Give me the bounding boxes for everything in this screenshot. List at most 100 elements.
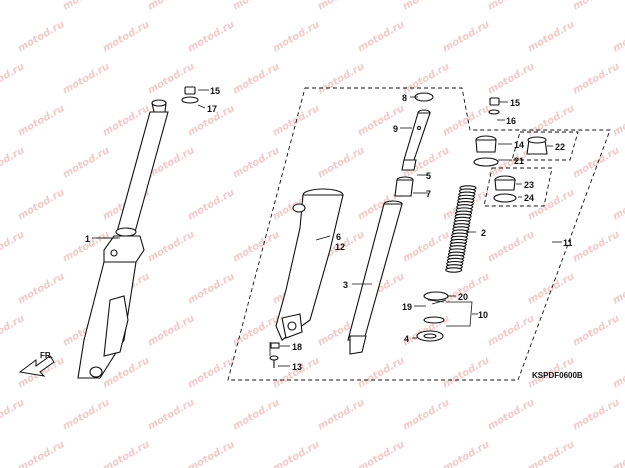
watermark-text: motod.ru bbox=[611, 187, 625, 223]
spring-coil bbox=[445, 267, 463, 273]
callout-6: 6 bbox=[336, 232, 341, 242]
watermark-text: motod.ru bbox=[271, 19, 321, 55]
callout-3: 3 bbox=[343, 280, 348, 290]
seal-14-21 bbox=[473, 135, 512, 167]
watermark-text: motod.ru bbox=[401, 229, 451, 265]
stopper-ring-19-20 bbox=[414, 291, 456, 307]
callout-23: 23 bbox=[524, 180, 534, 190]
watermark-text: motod.ru bbox=[231, 397, 281, 433]
watermark-text: motod.ru bbox=[611, 19, 625, 55]
watermark-text: motod.ru bbox=[16, 103, 66, 139]
watermark-text: motod.ru bbox=[61, 61, 111, 97]
watermark-text: motod.ru bbox=[271, 439, 321, 468]
watermark-text: motod.ru bbox=[146, 313, 196, 349]
watermark-text: motod.ru bbox=[571, 397, 621, 433]
watermark-text: motod.ru bbox=[571, 0, 621, 13]
watermark-text: motod.ru bbox=[486, 313, 536, 349]
watermark-text: motod.ru bbox=[0, 0, 26, 13]
callout-18: 18 bbox=[292, 342, 302, 352]
watermark-text: motod.ru bbox=[231, 0, 281, 13]
watermark-text: motod.ru bbox=[486, 397, 536, 433]
callout-14: 14 bbox=[514, 140, 524, 150]
bolt-15-right bbox=[488, 97, 508, 121]
watermark-text: motod.ru bbox=[316, 145, 366, 181]
sub-assembly-outline-22 bbox=[511, 131, 579, 161]
watermark-text: motod.ru bbox=[316, 397, 366, 433]
callout-21: 21 bbox=[514, 156, 524, 166]
callout-22: 22 bbox=[555, 142, 565, 152]
bolt-15-left bbox=[181, 86, 209, 109]
watermark-text: motod.ru bbox=[571, 61, 621, 97]
watermark-text: motod.ru bbox=[0, 61, 26, 97]
bushing-7 bbox=[394, 176, 428, 197]
watermark-text: motod.ru bbox=[486, 229, 536, 265]
watermark-text: motod.ru bbox=[441, 439, 491, 468]
watermark-text: motod.ru bbox=[316, 61, 366, 97]
callout-12: 12 bbox=[335, 242, 345, 252]
watermark-text: motod.ru bbox=[271, 355, 321, 391]
sub-assembly-outline-23-24 bbox=[483, 167, 553, 207]
watermark-text: motod.ru bbox=[356, 439, 406, 468]
watermark-text: motod.ru bbox=[16, 19, 66, 55]
watermark-text: motod.ru bbox=[146, 397, 196, 433]
watermark-text: motod.ru bbox=[611, 271, 625, 307]
cap-bolt-22 bbox=[526, 136, 553, 155]
watermark-text: motod.ru bbox=[186, 187, 236, 223]
watermark-text: motod.ru bbox=[231, 229, 281, 265]
watermark-text: motod.ru bbox=[231, 145, 281, 181]
watermark-text: motod.ru bbox=[186, 271, 236, 307]
watermark-text: motod.ru bbox=[526, 19, 576, 55]
fork-spring-2 bbox=[445, 185, 477, 273]
fork-pipe-9 bbox=[403, 92, 434, 161]
bolt-13 bbox=[269, 355, 290, 368]
oil-seal-4 bbox=[412, 330, 444, 342]
watermark-text: motod.ru bbox=[186, 355, 236, 391]
watermark-text: motod.ru bbox=[101, 19, 151, 55]
callout-20: 20 bbox=[458, 292, 468, 302]
watermark-text: motod.ru bbox=[101, 439, 151, 468]
watermark-text: motod.ru bbox=[186, 439, 236, 468]
callout-15-left: 15 bbox=[210, 86, 220, 96]
watermark-text: motod.ru bbox=[186, 19, 236, 55]
watermark-text: motod.ru bbox=[356, 103, 406, 139]
direction-label: FR. bbox=[40, 351, 53, 360]
assembly-outline bbox=[227, 87, 611, 381]
watermark-text: motod.ru bbox=[61, 145, 111, 181]
watermark-text: motod.ru bbox=[0, 313, 26, 349]
watermark-text: motod.ru bbox=[526, 103, 576, 139]
callout-13: 13 bbox=[292, 362, 302, 372]
outer-tube-6-12 bbox=[275, 188, 344, 341]
watermark-text: motod.ru bbox=[486, 0, 536, 13]
watermark-text: motod.ru bbox=[571, 229, 621, 265]
watermark-text: motod.ru bbox=[16, 439, 66, 468]
watermark-text: motod.ru bbox=[486, 61, 536, 97]
watermark-text: motod.ru bbox=[356, 355, 406, 391]
watermark-text: motod.ru bbox=[231, 61, 281, 97]
watermark-text: motod.ru bbox=[526, 439, 576, 468]
diagram-code: KSPDF0600B bbox=[532, 371, 583, 380]
watermark-text: motod.ru bbox=[401, 61, 451, 97]
collar-23-24 bbox=[493, 175, 522, 203]
callout-4: 4 bbox=[404, 334, 409, 344]
callout-17: 17 bbox=[207, 104, 217, 114]
callout-9: 9 bbox=[393, 124, 398, 134]
watermark-text: motod.ru bbox=[0, 145, 26, 181]
watermark-text: motod.ru bbox=[571, 313, 621, 349]
callout-11: 11 bbox=[563, 238, 573, 248]
inner-tube-3 bbox=[347, 200, 403, 355]
front-direction-arrow bbox=[18, 355, 55, 377]
watermark-text: motod.ru bbox=[356, 19, 406, 55]
callout-10: 10 bbox=[478, 310, 488, 320]
washer-10 bbox=[423, 301, 478, 327]
watermark-text: motod.ru bbox=[401, 0, 451, 13]
watermark-text: motod.ru bbox=[146, 229, 196, 265]
watermark-text: motod.ru bbox=[61, 0, 111, 13]
watermark-text: motod.ru bbox=[441, 355, 491, 391]
drain-bolt-18 bbox=[270, 342, 290, 349]
callout-15-right: 15 bbox=[510, 98, 520, 108]
watermark-text: motod.ru bbox=[0, 397, 26, 433]
callout-16: 16 bbox=[506, 116, 516, 126]
callout-2: 2 bbox=[481, 228, 486, 238]
watermark-text: motod.ru bbox=[526, 271, 576, 307]
